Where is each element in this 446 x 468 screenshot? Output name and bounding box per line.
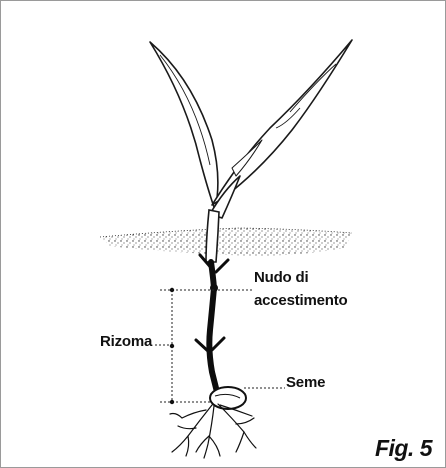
figure-number: Fig. 5: [375, 435, 432, 462]
soil-surface: [100, 228, 352, 256]
rhizome-stem: [196, 255, 228, 396]
stem: [206, 210, 219, 262]
label-seed: Seme: [286, 374, 325, 391]
seed-shape: [210, 387, 246, 409]
leaves: [150, 40, 352, 218]
label-rhizome: Rizoma: [100, 333, 152, 350]
label-tillering-node: Nudo di accestimento: [254, 266, 347, 312]
roots: [170, 404, 256, 458]
